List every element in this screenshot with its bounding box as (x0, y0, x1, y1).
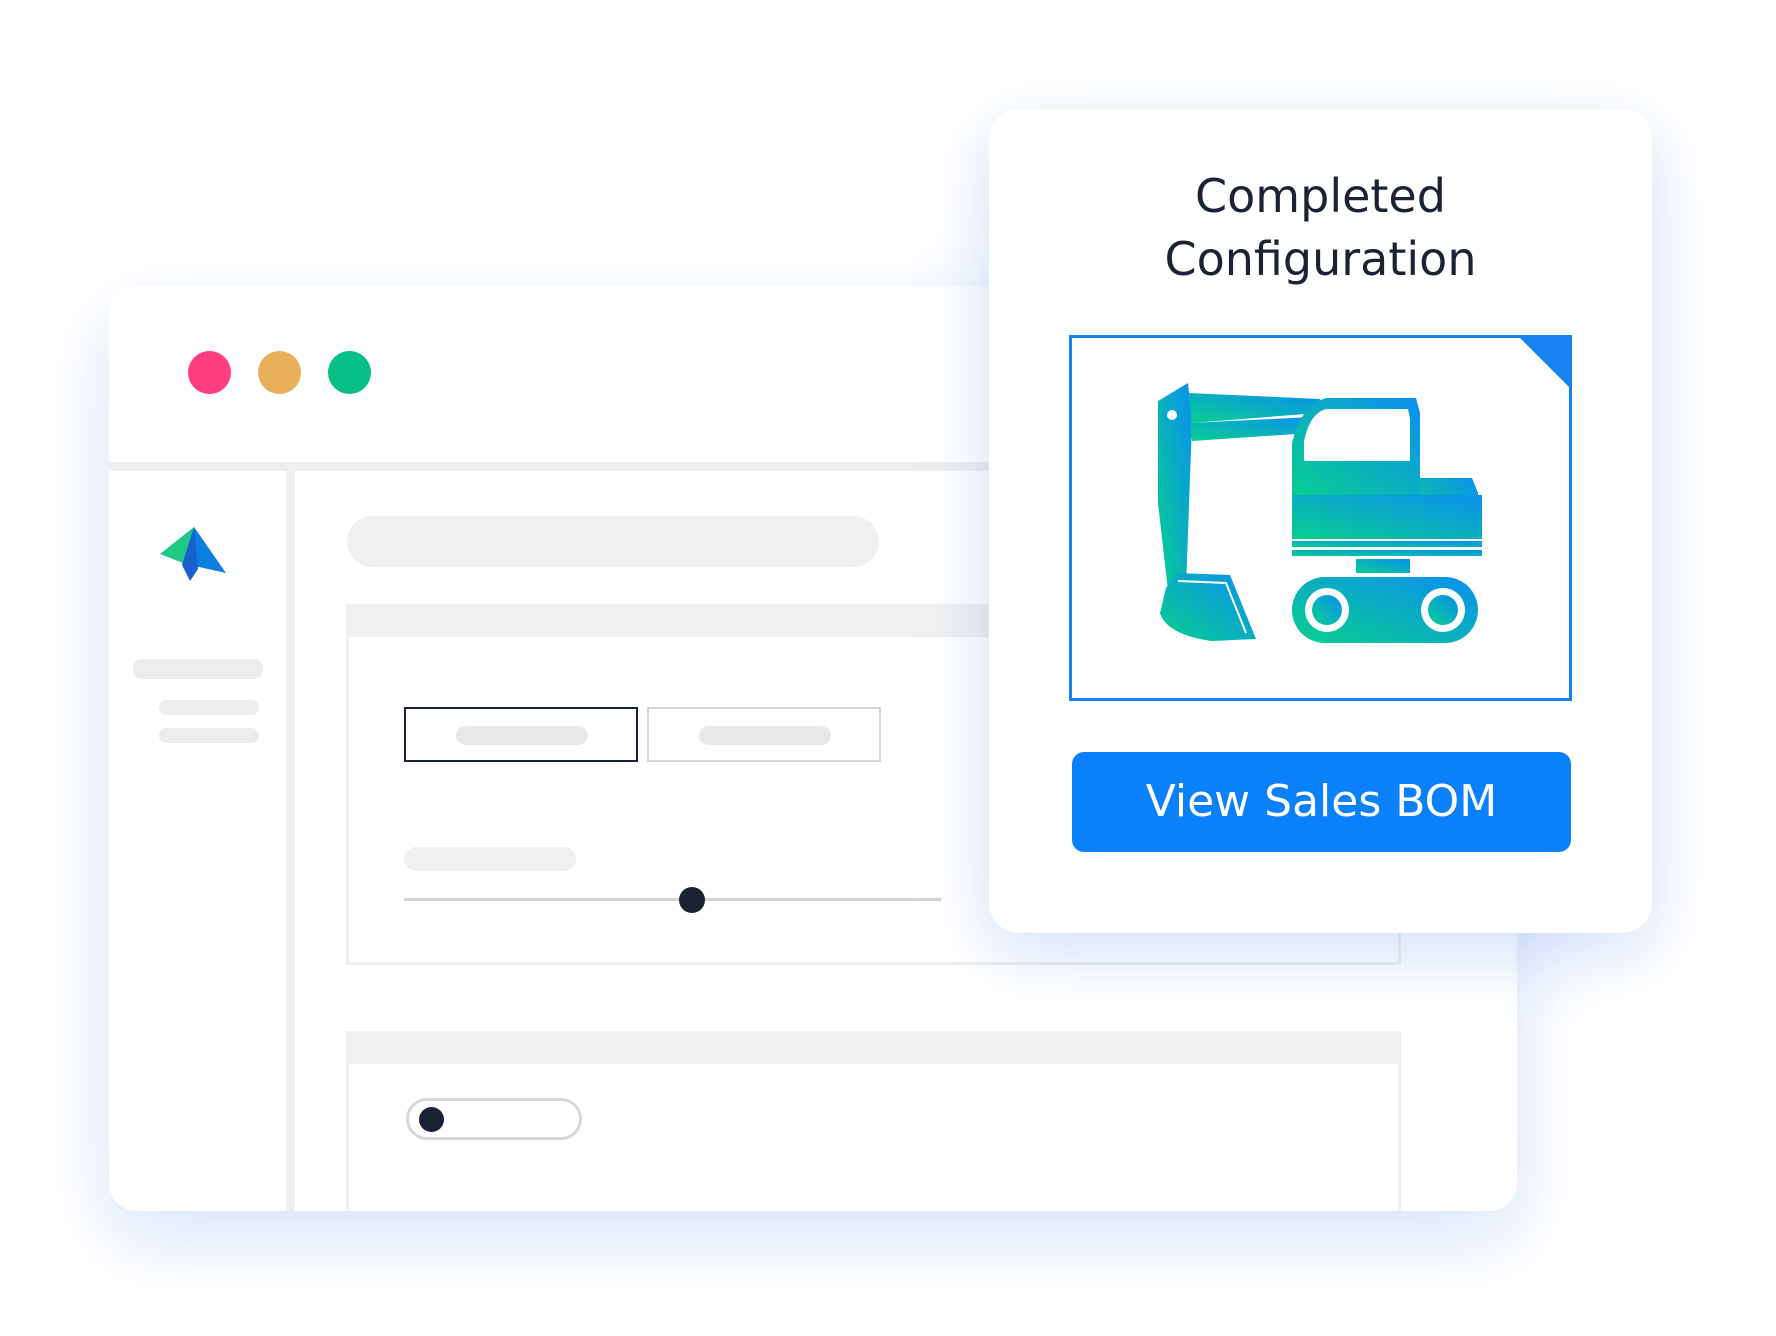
completed-configuration-card: Completed Configuration (989, 109, 1652, 933)
selected-corner-icon (1517, 335, 1572, 390)
slider-label (404, 847, 576, 871)
view-sales-bom-button[interactable]: View Sales BOM (1072, 752, 1571, 852)
sidebar-subnav-item[interactable] (159, 700, 259, 715)
toggle-knob (419, 1107, 444, 1132)
option-button[interactable] (647, 707, 881, 762)
card-title: Completed Configuration (1164, 169, 1477, 286)
search-input[interactable] (347, 516, 879, 567)
paper-plane-logo-icon (160, 527, 226, 581)
slider-thumb[interactable] (679, 887, 705, 913)
sidebar-subnav-item[interactable] (159, 728, 259, 743)
sidebar-nav-item[interactable] (133, 659, 263, 679)
option-label (699, 726, 831, 745)
window-maximize-button[interactable] (328, 351, 371, 394)
toggle-switch[interactable] (406, 1098, 582, 1140)
sidebar (109, 471, 295, 1211)
option-label (456, 726, 588, 745)
toggle-panel (346, 1031, 1401, 1211)
option-button-selected[interactable] (404, 707, 638, 762)
panel-header (349, 1034, 1398, 1064)
excavator-icon (1158, 383, 1482, 643)
slider-track[interactable] (404, 898, 941, 901)
window-minimize-button[interactable] (258, 351, 301, 394)
window-close-button[interactable] (188, 351, 231, 394)
configuration-preview[interactable] (1069, 335, 1572, 701)
